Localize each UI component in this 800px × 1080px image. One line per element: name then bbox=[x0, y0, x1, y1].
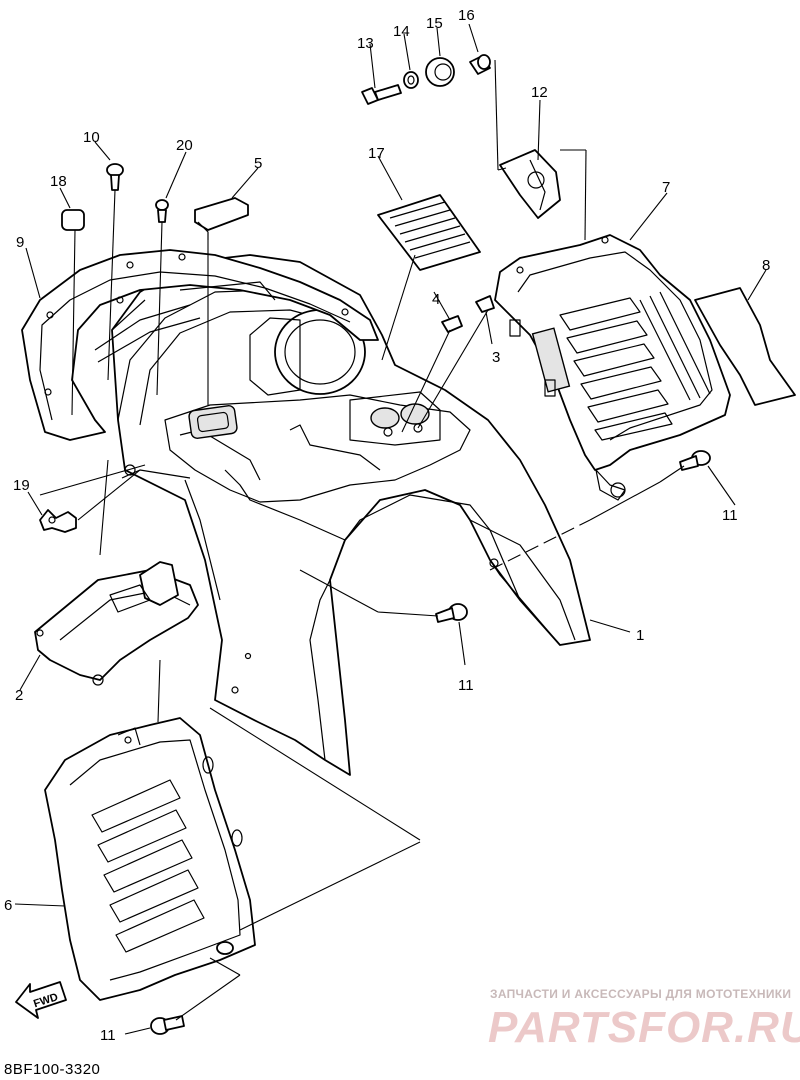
part-14-washer bbox=[403, 71, 419, 89]
part-17-decal bbox=[377, 194, 481, 271]
callout-13: 13 bbox=[357, 35, 374, 52]
callout-11-bottom: 11 bbox=[100, 1027, 116, 1044]
watermark-logo: PARTSFOR.RU bbox=[488, 1003, 800, 1052]
part-4-clip bbox=[441, 315, 463, 333]
part-12-clip bbox=[499, 149, 561, 219]
part-16-collar bbox=[469, 54, 491, 75]
part-3-clip bbox=[475, 295, 495, 313]
callout-16: 16 bbox=[458, 7, 475, 24]
part-11-bolt-center bbox=[435, 603, 468, 623]
callout-5: 5 bbox=[254, 155, 262, 172]
part-2-switch-bracket bbox=[34, 561, 199, 686]
callout-11-center: 11 bbox=[458, 677, 474, 694]
callout-17: 17 bbox=[368, 145, 385, 162]
fwd-arrow: FWD bbox=[15, 981, 67, 1019]
callout-12: 12 bbox=[531, 84, 548, 101]
callout-7: 7 bbox=[662, 179, 670, 196]
callout-9: 9 bbox=[16, 234, 24, 251]
assembly-lines bbox=[14, 23, 767, 1035]
callout-14: 14 bbox=[393, 23, 410, 40]
callout-15: 15 bbox=[426, 15, 443, 32]
part-11-bolt-bottom bbox=[150, 1015, 185, 1035]
callout-11-right: 11 bbox=[722, 507, 738, 524]
callout-10: 10 bbox=[83, 129, 100, 146]
part-8-seal-strip bbox=[694, 287, 796, 406]
part-18-cap bbox=[61, 209, 85, 231]
callout-6: 6 bbox=[4, 897, 12, 914]
part-20-rivet bbox=[155, 199, 169, 223]
watermark: ЗАПЧАСТИ И АКСЕССУАРЫ ДЛЯ МОТОТЕХНИКИ PA… bbox=[488, 987, 800, 1052]
callout-3: 3 bbox=[492, 349, 500, 366]
part-19-clamp bbox=[39, 509, 77, 533]
watermark-tagline: ЗАПЧАСТИ И АКСЕССУАРЫ ДЛЯ МОТОТЕХНИКИ bbox=[490, 987, 791, 1001]
callout-labels: 1 2 3 4 5 6 7 8 9 10 11 11 11 12 13 14 1… bbox=[4, 7, 770, 1044]
louvers-panel-7 bbox=[559, 297, 673, 441]
callout-2: 2 bbox=[15, 687, 23, 704]
part-5-pad bbox=[194, 197, 249, 231]
part-10-screw bbox=[106, 163, 124, 191]
part-15-grommet bbox=[425, 57, 455, 87]
diagram-code: 8BF100-3320 bbox=[4, 1061, 100, 1078]
louvers-panel-6 bbox=[91, 779, 205, 953]
part-1-front-cowl bbox=[111, 254, 591, 776]
part-6-lower-louver-panel bbox=[44, 717, 256, 1001]
callout-1: 1 bbox=[636, 627, 644, 644]
callout-19: 19 bbox=[13, 477, 30, 494]
callout-8: 8 bbox=[762, 257, 770, 274]
part-13-bolt bbox=[361, 84, 402, 105]
part-11-bolt-right bbox=[679, 450, 711, 471]
callout-18: 18 bbox=[50, 173, 67, 190]
callout-20: 20 bbox=[176, 137, 193, 154]
callout-4: 4 bbox=[432, 291, 440, 308]
part-7-right-louver-panel bbox=[494, 234, 731, 501]
